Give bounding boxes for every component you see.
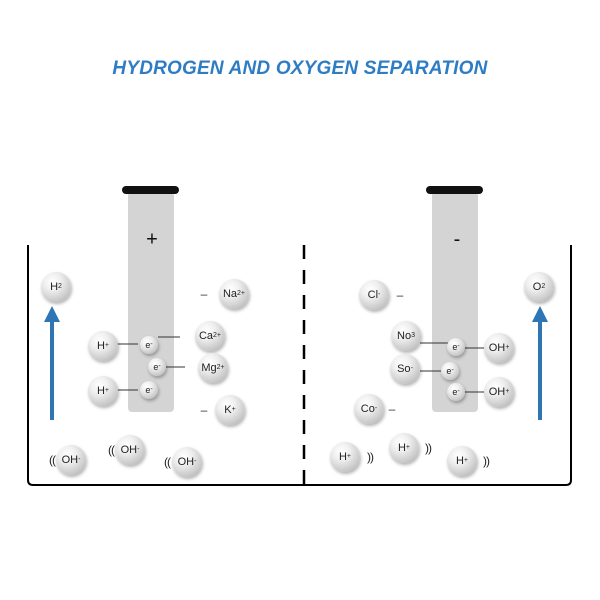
right-electrode-cap bbox=[426, 186, 483, 194]
h-plus-ion-5: H+ bbox=[447, 446, 477, 476]
container-outline bbox=[27, 245, 572, 486]
wave-oh-2: (( bbox=[108, 443, 115, 457]
co-dash: – bbox=[388, 402, 396, 416]
oh-minus-ion-2: OH- bbox=[115, 435, 145, 465]
oh-minus-ion-1: OH- bbox=[56, 445, 86, 475]
left-electrode-cap bbox=[122, 186, 179, 194]
wave-oh-1: (( bbox=[49, 453, 56, 467]
left-electrode-tube bbox=[128, 192, 174, 412]
na-dash: – bbox=[200, 287, 208, 301]
h-plus-ion-2: H+ bbox=[88, 376, 118, 406]
h-plus-ion-4: H+ bbox=[389, 433, 419, 463]
right-electrode-tube bbox=[432, 192, 478, 412]
electron-6: e- bbox=[447, 383, 465, 401]
electron-5: e- bbox=[441, 362, 459, 380]
wave-h-2: )) bbox=[425, 441, 432, 455]
k-dash: – bbox=[200, 403, 208, 417]
left-arrow-head bbox=[44, 306, 60, 322]
k-ion: K+ bbox=[215, 395, 245, 425]
positive-sign: + bbox=[146, 228, 158, 251]
h-plus-ion-3: H+ bbox=[330, 442, 360, 472]
wave-h-1: )) bbox=[367, 450, 374, 464]
diagram-title: HYDROGEN AND OXYGEN SEPARATION bbox=[112, 58, 488, 79]
cl-ion: Cl- bbox=[359, 280, 389, 310]
electron-4: e- bbox=[447, 338, 465, 356]
negative-sign: - bbox=[453, 228, 461, 251]
right-arrow-head bbox=[532, 306, 548, 322]
co-ion: Co- bbox=[354, 394, 384, 424]
wave-oh-3: (( bbox=[164, 455, 171, 469]
wave-h-3: )) bbox=[483, 454, 490, 468]
oh-minus-ion-3: OH- bbox=[172, 447, 202, 477]
oh-plus-ion-2: OH+ bbox=[484, 377, 514, 407]
so-ion: So- bbox=[390, 354, 420, 384]
cl-dash: – bbox=[396, 288, 404, 302]
electron-1: e- bbox=[140, 336, 158, 354]
electron-3: e- bbox=[140, 381, 158, 399]
h-plus-ion-1: H+ bbox=[88, 331, 118, 361]
electron-2: e- bbox=[148, 358, 166, 376]
oh-plus-ion-1: OH+ bbox=[484, 333, 514, 363]
